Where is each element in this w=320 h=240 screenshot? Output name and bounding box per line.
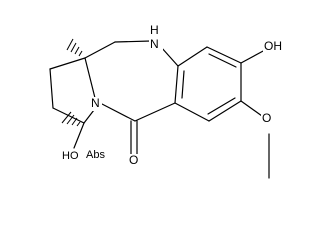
amine-h-label: H [150,23,159,37]
hydroxyl-left-label: HO [62,150,79,162]
bonds [49,40,270,179]
bond-ar-6-inner [181,70,185,99]
hydroxyl-right-label: OH [264,39,282,53]
stereo-hash-bond [66,38,83,57]
methoxy-oxygen-label: O [262,111,271,125]
molecule-structure-diagram: H N N O OH O Abs HO [49,23,287,179]
bond-n10-carbonyl [101,103,136,122]
stereo-abs-label: Abs [86,149,105,161]
bond-ar-4 [208,100,242,122]
bond-c11a-c1 [49,57,86,70]
bond-ar-ome [240,100,263,117]
stereo-hash-bond-c3 [61,111,81,127]
atom-labels: H N N O OH O Abs HO [62,23,287,168]
bond-c1-c2 [49,68,54,109]
amide-nitrogen-label: N [91,96,100,110]
bond-c11a-ch2 [84,41,116,59]
bond-ar-2 [206,46,242,64]
bond-c11a-n10 [84,57,96,99]
bond-c3-oh [73,122,85,149]
bond-ar-4-inner [207,97,236,115]
bond-carbonyl-ar [134,102,176,122]
bond-ch2-nh [114,40,152,43]
bond-ar-oh [240,49,266,64]
amine-n-label: N [150,37,159,51]
bond-ar-2-inner [208,53,237,68]
bond-nh-ar [160,46,179,67]
bond-ar-1 [177,46,208,67]
bond-ar-5 [174,102,210,122]
bond-c3-n10 [83,109,95,124]
carbonyl-oxygen-label: O [129,153,138,167]
bond-ar-6 [174,65,179,104]
